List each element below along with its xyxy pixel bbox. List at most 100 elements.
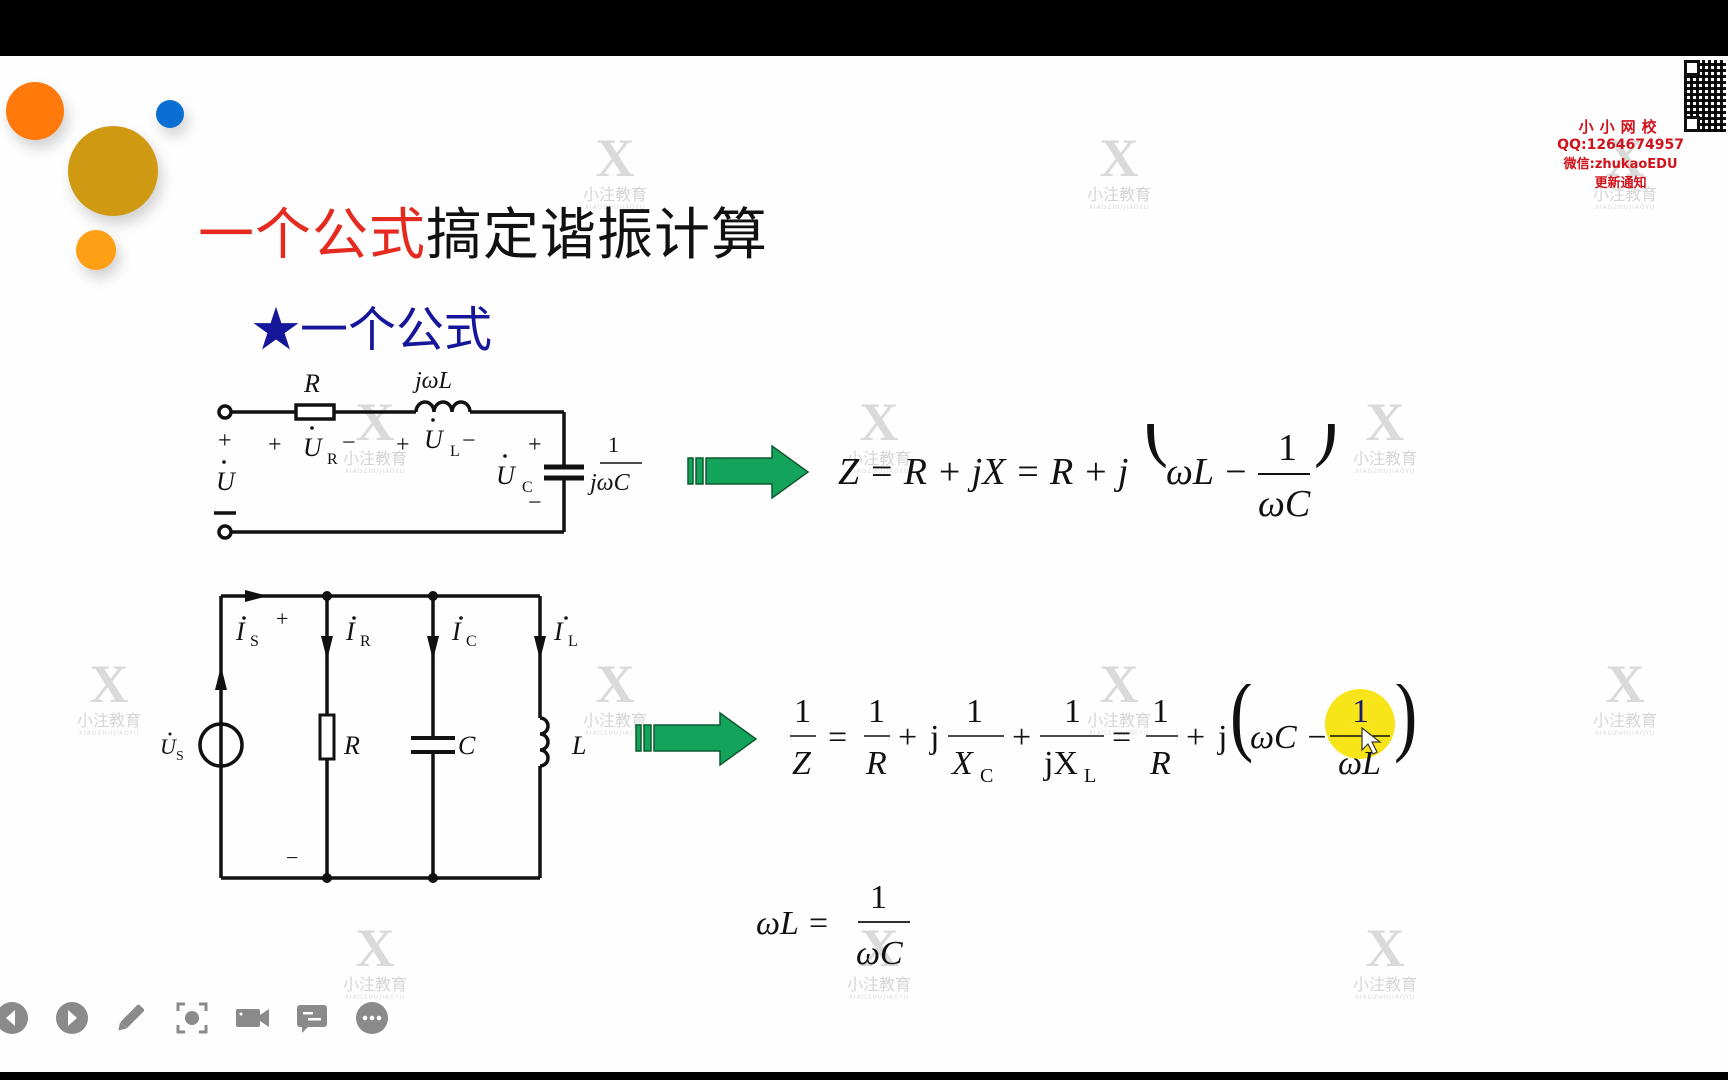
equals-sign: = (1112, 719, 1131, 756)
terminal (217, 524, 233, 540)
decor-dot-gold (68, 126, 158, 216)
label-IL: I (553, 617, 564, 646)
slide-title-rest: 搞定谐振计算 (426, 203, 768, 268)
watermark-en: XIAOZHUJIAOYU (1088, 730, 1150, 737)
watermark-logo: X (355, 918, 395, 978)
slide-title: 一个公式搞定谐振计算 (198, 190, 768, 271)
comment-button[interactable] (294, 1000, 330, 1036)
current-arrow (534, 636, 546, 660)
plus-sign: + (528, 432, 542, 458)
promo-brand: 小小网校 (1578, 118, 1663, 136)
more-options-button[interactable] (354, 1000, 390, 1036)
watermark-cn: 小注教育 (342, 975, 407, 994)
f3-sub: C (980, 765, 993, 787)
label-U: U (216, 467, 237, 496)
series-impedance-formula: Z = R + jX = R + j ( ωL − 1 ωC ) (838, 368, 1358, 525)
formula-lhs: Z = R + jX = R + j (838, 451, 1128, 493)
phasor-dot (564, 616, 568, 620)
watermark-en: XIAOZHUJIAOYU (584, 204, 646, 211)
label-C: C (458, 731, 476, 760)
watermark-cn: 小注教育 (1592, 711, 1657, 730)
label-R: R (343, 731, 360, 760)
label-jwL: jωL (412, 368, 452, 394)
node-dot (322, 873, 332, 883)
label-IS-sub: S (250, 633, 259, 650)
phasor-dot (352, 616, 356, 620)
resistor-symbol (294, 403, 336, 421)
current-arrow (215, 666, 227, 690)
qr-finder (1684, 116, 1700, 132)
arrow-right-icon (687, 444, 810, 500)
promo-update: 更新通知 (1594, 176, 1647, 191)
paren-close: ) (1394, 684, 1417, 764)
phasor-dot (168, 732, 172, 736)
slide-subtitle: ★一个公式 (252, 290, 492, 360)
label-UC: U (496, 461, 517, 490)
phasor-dot (459, 616, 463, 620)
label-UL-sub: L (450, 443, 460, 460)
screenshot-button[interactable] (174, 1000, 210, 1036)
next-slide-button[interactable] (54, 1000, 90, 1036)
f3-den: X (950, 745, 974, 782)
label-L: L (571, 731, 586, 760)
decor-dot-blue (156, 100, 184, 128)
plus-sign: + (898, 719, 917, 756)
pen-button[interactable] (112, 1000, 148, 1036)
formula-svg: Z = R + jX = R + j ( ωL − 1 ωC ) (838, 368, 1338, 525)
promo-block: 小小网校 QQ:1264674957 微信:zhukaoEDU 更新通知 (1557, 116, 1684, 191)
watermark-logo: X (1365, 918, 1405, 978)
camera-button[interactable] (234, 1000, 270, 1036)
f6-num: 1 (1352, 693, 1369, 730)
label-UR-sub: R (327, 451, 338, 468)
watermark-en: XIAOZHUJIAOYU (344, 994, 406, 1001)
f5-num: 1 (1152, 693, 1169, 730)
watermark-en: XIAOZHUJIAOYU (78, 730, 140, 737)
phasor-dot (503, 454, 507, 458)
minus-sign: − (528, 490, 542, 516)
watermark-en: XIAOZHUJIAOYU (1354, 994, 1416, 1001)
previous-slide-button[interactable] (0, 1000, 30, 1036)
parallel-admittance-formula: 1 Z = 1 R + j 1 X C + 1 jX L = 1 R + j (… (784, 663, 1424, 799)
formula-svg: 1 Z = 1 R + j 1 X C + 1 jX L = 1 R + j (… (790, 663, 1417, 787)
paren-open: ( (1144, 424, 1168, 469)
current-arrow (321, 636, 333, 660)
minus-sign: − (342, 430, 356, 456)
f2-num: 1 (868, 693, 885, 730)
watermark-en: XIAOZHUJIAOYU (1088, 204, 1150, 211)
label-IR: I (345, 617, 356, 646)
label-US: U (160, 734, 178, 759)
phasor-dot (222, 460, 226, 464)
watermark-cn: 小注教育 (1352, 975, 1417, 994)
watermark-en: XIAOZHUJIAOYU (344, 468, 406, 475)
label-IC: I (451, 617, 462, 646)
formula-den: ωC (1258, 483, 1311, 524)
f1-den: Z (792, 745, 812, 782)
promo-qq: QQ:1264674957 (1557, 137, 1684, 153)
resistor-symbol (318, 713, 336, 761)
subtitle-text: 一个公式 (300, 302, 493, 358)
plus-sign: + (268, 432, 282, 458)
arrow-right-icon (635, 711, 758, 767)
label-IL-sub: L (568, 633, 578, 650)
promo-wechat: 微信:zhukaoEDU (1563, 157, 1678, 172)
watermark-cn: 小注教育 (342, 449, 407, 468)
minus-sign: − (286, 845, 298, 870)
phasor-dot (242, 616, 246, 620)
watermark-logo: X (1365, 392, 1405, 452)
formula-svg: ωL = 1 ωC (756, 879, 910, 972)
decor-dot-orange (6, 82, 64, 140)
mouse-cursor-icon (1361, 726, 1382, 755)
watermark-logo: X (1605, 654, 1645, 714)
watermark-logo: X (595, 128, 635, 188)
watermark-cn: 小注教育 (846, 975, 911, 994)
label-IS: I (235, 617, 246, 646)
